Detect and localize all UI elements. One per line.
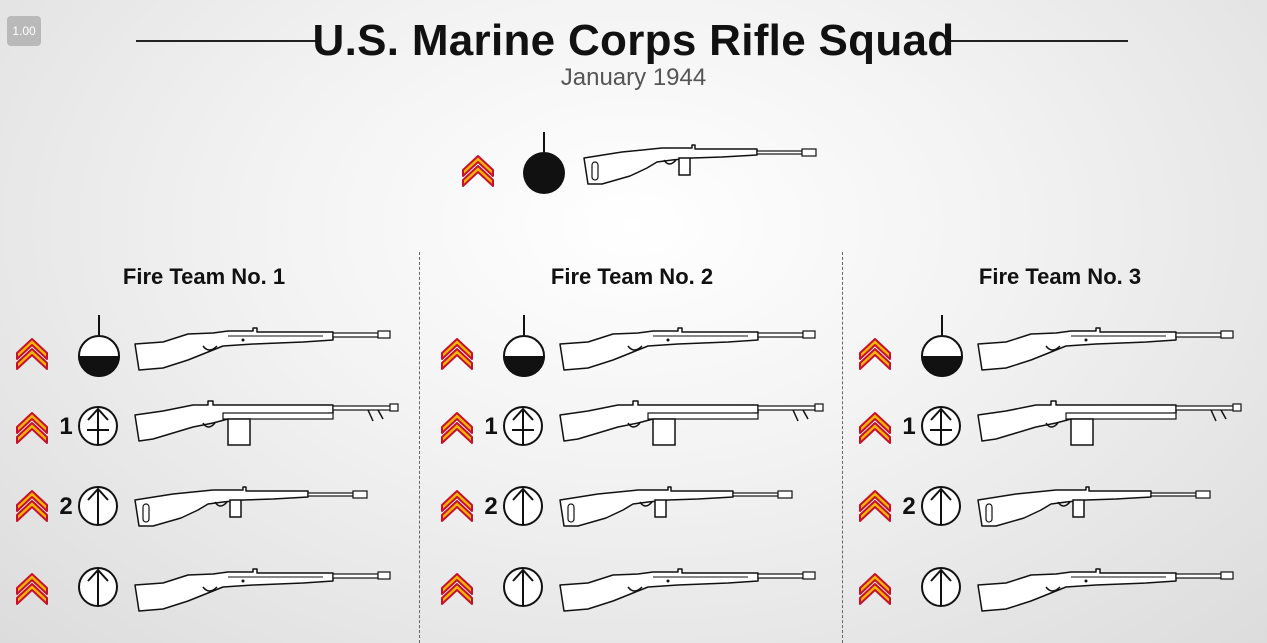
member-number: 1 [59, 413, 73, 440]
rifleman-icon [501, 565, 545, 609]
corporal-chevron-icon [859, 485, 891, 523]
title-wrap: U.S. Marine Corps Rifle Squad [0, 14, 1267, 68]
automatic-rifleman-icon [919, 404, 963, 448]
corporal-chevron-icon [16, 407, 48, 445]
m1-carbine-icon [558, 482, 798, 530]
corporal-chevron-icon [441, 407, 473, 445]
m1-garand-icon [558, 322, 818, 372]
corporal-chevron-icon [859, 407, 891, 445]
m1-garand-icon [558, 563, 818, 613]
corporal-chevron-icon [441, 485, 473, 523]
corporal-chevron-icon [859, 568, 891, 606]
rifleman-icon [76, 565, 120, 609]
team-leader-icon [917, 313, 967, 377]
squad-leader-icon [519, 130, 569, 194]
fire-team-title-3: Fire Team No. 3 [978, 264, 1142, 289]
m1-garand-icon [976, 322, 1236, 372]
member-number: 2 [902, 493, 916, 520]
team-leader-icon [499, 313, 549, 377]
corporal-chevron-icon [441, 568, 473, 606]
m1-carbine-icon [976, 482, 1216, 530]
fire-team-title-1: Fire Team No. 1 [122, 264, 286, 289]
fire-team-title-2: Fire Team No. 2 [550, 264, 714, 289]
member-number: 2 [59, 493, 73, 520]
page-subtitle: January 1944 [560, 64, 707, 91]
bar-icon [558, 397, 828, 451]
corporal-chevron-icon [16, 568, 48, 606]
rifleman-icon [501, 484, 545, 528]
automatic-rifleman-icon [76, 404, 120, 448]
member-number: 1 [484, 413, 498, 440]
member-number: 1 [902, 413, 916, 440]
title-rule-left [136, 40, 318, 42]
corporal-chevron-icon [441, 333, 473, 371]
zoom-badge[interactable]: 1.00 [7, 16, 41, 46]
page-title: U.S. Marine Corps Rifle Squad [312, 16, 955, 65]
team-divider-2 [842, 252, 843, 643]
m1-carbine-icon [133, 482, 373, 530]
corporal-chevron-icon [16, 333, 48, 371]
bar-icon [133, 397, 403, 451]
team-divider-1 [419, 252, 420, 643]
corporal-chevron-icon [859, 333, 891, 371]
title-rule-right [946, 40, 1128, 42]
m1-garand-icon [976, 563, 1236, 613]
automatic-rifleman-icon [501, 404, 545, 448]
corporal-chevron-icon [16, 485, 48, 523]
sergeant-chevron-icon [462, 150, 494, 188]
rifleman-icon [919, 484, 963, 528]
bar-icon [976, 397, 1246, 451]
rifleman-icon [76, 484, 120, 528]
team-leader-icon [74, 313, 124, 377]
m1-garand-icon [133, 322, 393, 372]
m1-garand-icon [133, 563, 393, 613]
rifleman-icon [919, 565, 963, 609]
m1-carbine-icon [582, 140, 822, 188]
member-number: 2 [484, 493, 498, 520]
